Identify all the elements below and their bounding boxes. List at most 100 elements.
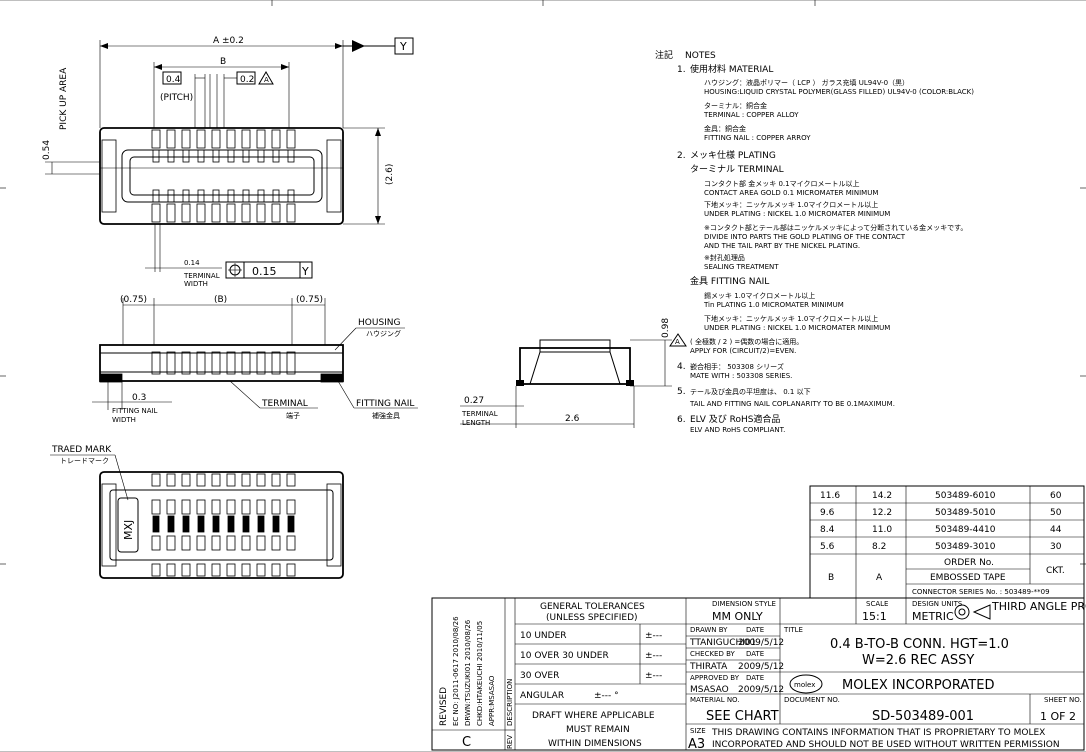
note-line-4: TERMINAL : COPPER ALLOY bbox=[703, 111, 799, 119]
bottom-tail-lower bbox=[226, 563, 236, 577]
molex-logo: molex bbox=[789, 674, 823, 694]
bottom-view: TRAED MARK トレードマーク MXJ bbox=[50, 445, 344, 579]
document: SD-503489-001 bbox=[872, 709, 974, 724]
note-line-6: FITTING NAIL : COPPER ARROY bbox=[704, 134, 811, 142]
front-terminal bbox=[211, 351, 221, 375]
fitting-nail-label: FITTING NAIL bbox=[356, 399, 414, 409]
title-label: TITLE bbox=[783, 626, 803, 634]
note-line-1: ハウジング：液晶ポリマー（ LCP ） ガラス充填 UL94V-0（黒） bbox=[704, 78, 909, 87]
note-2-title: メッキ仕様 PLATING bbox=[690, 149, 776, 161]
projection: THIRD ANGLE PROJECTION bbox=[991, 600, 1086, 613]
top-contact-lower bbox=[257, 189, 265, 203]
terminal-jp: 端子 bbox=[286, 411, 300, 420]
top-terminal-upper bbox=[181, 129, 191, 149]
terminal-width-dim: 0.14 bbox=[184, 259, 200, 267]
note-line-20: 下地メッキ：ニッケルメッキ 1.0マイクロメートル以上 bbox=[704, 314, 878, 323]
mark-text: MXJ bbox=[122, 520, 135, 540]
side-width-dim: 2.6 bbox=[565, 414, 580, 424]
bottom-slot-lower bbox=[286, 535, 296, 551]
top-terminal-upper bbox=[256, 129, 266, 149]
tol-value-2: ±--- bbox=[645, 651, 662, 661]
row4-order: 503489-3010 bbox=[935, 542, 996, 552]
note-1-num: 1. bbox=[677, 65, 686, 75]
proprietary-1: THIS DRAWING CONTAINS INFORMATION THAT I… bbox=[711, 728, 1045, 738]
document-label: DOCUMENT NO. bbox=[784, 696, 840, 704]
side-view: 0.98 0.27 TERMINAL LENGTH 2.6 bbox=[460, 318, 672, 428]
note-6-num: 6. bbox=[677, 415, 686, 425]
front-terminal bbox=[256, 351, 266, 375]
top-terminal-upper bbox=[166, 129, 176, 149]
top-contact-upper bbox=[167, 149, 175, 163]
top-contact-lower bbox=[197, 189, 205, 203]
top-contact-lower bbox=[212, 189, 220, 203]
row1-a: 14.2 bbox=[872, 491, 892, 501]
row1-ckt: 60 bbox=[1050, 491, 1062, 501]
trade-mark-label: TRAED MARK bbox=[51, 445, 112, 455]
bottom-fitting-nail-left bbox=[101, 483, 117, 567]
title-block: GENERAL TOLERANCES (UNLESS SPECIFIED) 10… bbox=[431, 597, 1086, 752]
bottom-tail-upper bbox=[211, 473, 221, 487]
bottom-tail-upper bbox=[286, 473, 296, 487]
date-label-2: DATE bbox=[746, 650, 764, 658]
drawn-by-label: DRAWN BY bbox=[690, 626, 728, 634]
bottom-slot-upper bbox=[226, 499, 236, 515]
bottom-slot-lower bbox=[226, 535, 236, 551]
bottom-tail-upper bbox=[181, 473, 191, 487]
row2-ckt: 50 bbox=[1050, 508, 1062, 518]
fn-width-dim: 0.3 bbox=[132, 393, 146, 403]
checked-by: THIRATA bbox=[689, 662, 728, 672]
title-line-2: W=2.6 REC ASSY bbox=[862, 653, 974, 668]
checked-by-label: CHECKED BY bbox=[690, 650, 736, 658]
note-line-5: 金具：銅合金 bbox=[704, 124, 746, 133]
approved-date: 2009/5/12 bbox=[738, 685, 784, 695]
bottom-slot-lower bbox=[211, 535, 221, 551]
bottom-slot-lower bbox=[151, 535, 161, 551]
bottom-contact bbox=[167, 515, 175, 533]
housing-label: HOUSING bbox=[358, 318, 401, 328]
bottom-slot-lower bbox=[196, 535, 206, 551]
top-contact-lower bbox=[152, 189, 160, 203]
terminal-width-label1: TERMINAL bbox=[183, 272, 220, 280]
bottom-tail-upper bbox=[256, 473, 266, 487]
bottom-slot-upper bbox=[256, 499, 266, 515]
chkd: CHKD:HTAKEUCHI 2010/11/05 bbox=[476, 621, 484, 726]
bottom-contact bbox=[212, 515, 220, 533]
bottom-fitting-nail-right bbox=[326, 483, 342, 567]
bottom-slot-lower bbox=[241, 535, 251, 551]
bottom-slot-upper bbox=[241, 499, 251, 515]
top-contact-lower bbox=[167, 189, 175, 203]
top-terminal-lower bbox=[196, 203, 206, 223]
row4-a: 8.2 bbox=[872, 542, 886, 552]
dim-style: MM ONLY bbox=[712, 610, 763, 623]
unless: (UNLESS SPECIFIED) bbox=[546, 613, 638, 623]
angular: ANGULAR bbox=[520, 691, 564, 701]
top-contact-upper bbox=[182, 149, 190, 163]
note-line-24: TAIL AND FITTING NAIL COPLANARITY TO BE … bbox=[689, 400, 895, 408]
design-units-label: DESIGN UNITS bbox=[912, 600, 963, 608]
scale-label: SCALE bbox=[866, 600, 888, 608]
top-terminal-upper bbox=[211, 129, 221, 149]
side-height-dim: 0.98 bbox=[661, 318, 671, 338]
row3-a: 11.0 bbox=[872, 525, 892, 535]
dim-mid: (B) bbox=[214, 295, 227, 305]
top-view: A ±0.2 Y B 0.4 (PITCH) 0.2 A PICK UP ARE… bbox=[42, 36, 414, 288]
draft-2: MUST REMAIN bbox=[566, 725, 630, 735]
note-line-25: ELV AND RoHS COMPLIANT. bbox=[690, 426, 785, 434]
revised: REVISED bbox=[439, 687, 449, 726]
top-terminal-lower bbox=[286, 203, 296, 223]
bottom-contact bbox=[197, 515, 205, 533]
draft-3: WITHIN DIMENSIONS bbox=[548, 739, 642, 749]
note-3-num: A bbox=[675, 338, 680, 346]
note-line-22: APPLY FOR (CIRCUIT/2)=EVEN. bbox=[690, 347, 796, 355]
note-line-13: DIVIDE INTO PARTS THE GOLD PLATING OF TH… bbox=[704, 233, 906, 241]
connector-terminals bbox=[99, 129, 344, 577]
bottom-slot-upper bbox=[271, 499, 281, 515]
note-line-10: 下地メッキ：ニッケルメッキ 1.0マイクロメートル以上 bbox=[704, 200, 878, 209]
top-contact-lower bbox=[272, 189, 280, 203]
bottom-tail-lower bbox=[271, 563, 281, 577]
pickup-label: PICK UP AREA bbox=[59, 67, 69, 130]
bottom-contact bbox=[152, 515, 160, 533]
note-6-title: ELV 及び RoHS適合品 bbox=[690, 413, 780, 425]
top-terminal-upper bbox=[286, 129, 296, 149]
front-terminal bbox=[181, 351, 191, 375]
